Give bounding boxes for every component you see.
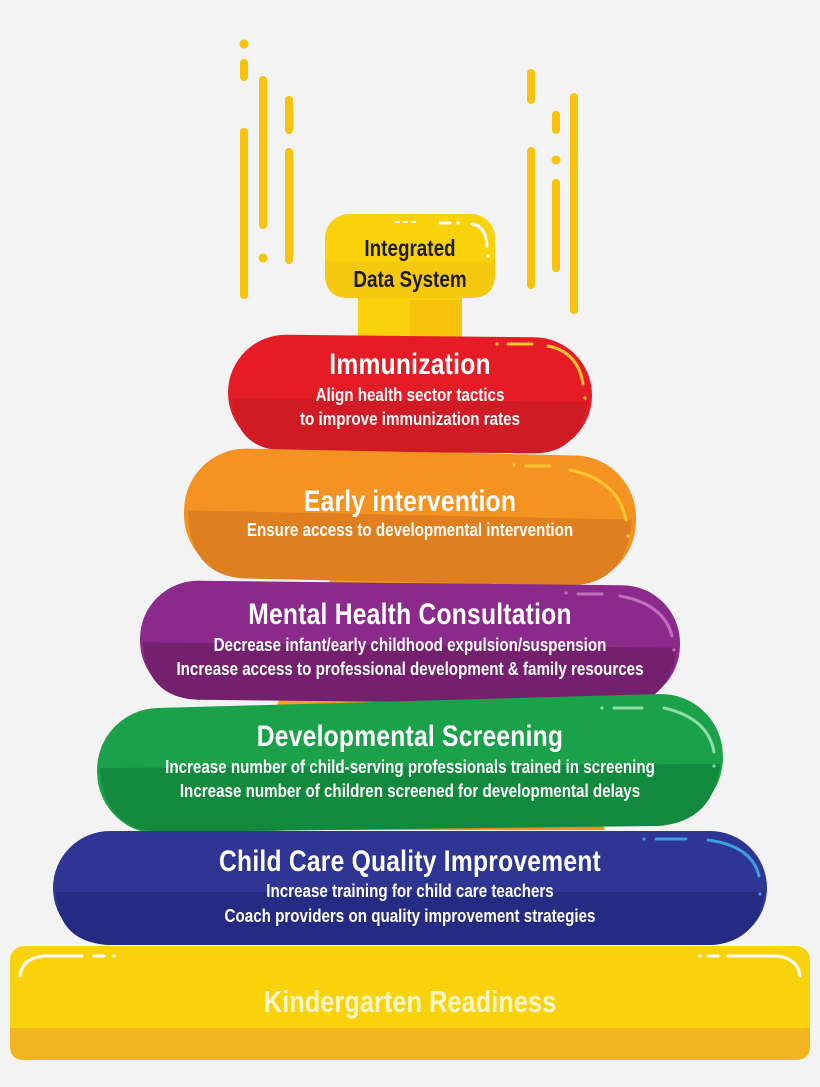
tier-mental-health-line-1: Decrease infant/early childhood expulsio… bbox=[213, 634, 607, 655]
tier-mental-health-title: Mental Health Consultation bbox=[248, 598, 572, 631]
tier-developmental-screening-line-1: Increase number of child-serving profess… bbox=[165, 756, 655, 777]
tier-immunization-line-2: to improve immunization rates bbox=[299, 408, 520, 429]
top-label-line-2: Data System bbox=[353, 266, 467, 292]
tier-early-intervention-ring bbox=[183, 448, 637, 586]
integrated-data-system-label: Integrated Data System bbox=[74, 233, 746, 295]
tier-child-care-line-1: Increase training for child care teacher… bbox=[266, 880, 554, 901]
tier-immunization-title: Immunization bbox=[329, 348, 491, 381]
base-platform bbox=[10, 946, 810, 1060]
tier-developmental-screening-line-2: Increase number of children screened for… bbox=[179, 780, 641, 801]
rising-lines-decoration bbox=[239, 39, 578, 314]
tier-mental-health-ring bbox=[140, 580, 680, 705]
tier-child-care-title: Child Care Quality Improvement bbox=[219, 845, 601, 878]
top-knob bbox=[325, 214, 495, 298]
tier-child-care-ring bbox=[53, 831, 767, 945]
tier-mental-health-line-2: Increase access to professional developm… bbox=[176, 658, 644, 679]
kindergarten-readiness-title: Kindergarten Readiness bbox=[263, 984, 557, 1019]
tier-immunization-ring bbox=[228, 334, 592, 454]
tier-developmental-screening-title: Developmental Screening bbox=[256, 720, 564, 753]
top-label-line-1: Integrated bbox=[364, 235, 456, 261]
tier-child-care-line-2: Coach providers on quality improvement s… bbox=[224, 905, 596, 926]
tier-early-intervention-title: Early intervention bbox=[303, 485, 517, 518]
tier-early-intervention-line-1: Ensure access to developmental intervent… bbox=[246, 519, 574, 540]
tier-immunization-line-1: Align health sector tactics bbox=[315, 384, 505, 405]
tier-developmental-screening-ring bbox=[97, 693, 723, 835]
